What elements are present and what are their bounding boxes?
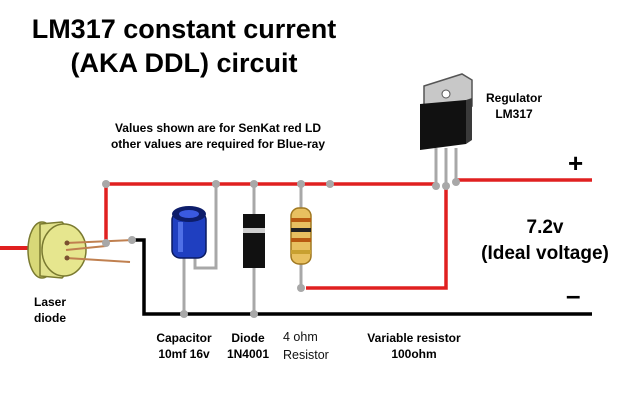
laser-pin-bottom [65,257,131,263]
junction-dot [442,182,450,190]
regulator-label-line-2: LM317 [495,107,533,121]
regulator-body [420,100,466,150]
laser-diode-cap [41,223,87,277]
laser-pin-dot-1 [64,240,70,246]
junction-dot [212,180,220,188]
plus-sign: + [568,148,584,178]
junction-dot [250,310,258,318]
regulator-hole [441,89,451,99]
capacitor-label-line-2: 10mf 16v [158,347,210,361]
junction-dot [432,182,440,190]
diode-label-line-1: Diode [231,331,265,345]
capacitor-label-line-1: Capacitor [156,331,212,345]
laser-label-line-1: Laser [33,295,67,309]
junction-dot [452,178,460,186]
diode-body [243,214,265,268]
regulator-icon [420,73,473,150]
supply-voltage: 7.2v [526,217,564,238]
diode-stripe [243,228,265,233]
negative-wires [134,238,592,316]
adjust-return-wire [306,184,448,290]
junction-dot [297,284,305,292]
diode-label-line-2: 1N4001 [226,347,270,361]
note-line-1: Values shown are for SenKat red LD [114,121,322,135]
junction-dot [102,180,110,188]
junction-dots [102,178,460,318]
component-leads [182,148,458,314]
junction-dot [297,180,305,188]
regulator-label-line-1: Regulator [485,91,542,105]
junction-dot [102,239,110,247]
junction-dot [326,180,334,188]
variable-resistor-label-line-2: 100ohm [391,347,437,361]
title-line-2: (AKA DDL) circuit [70,48,298,78]
resistor-band-2 [291,228,311,232]
laser-pin-mid [65,245,107,251]
resistor-label-line-2: Resistor [283,348,329,362]
minus-sign: – [566,280,581,310]
resistor-band-3 [291,238,311,242]
positive-rail-wire [104,182,436,240]
note-line-2: other values are required for Blue-ray [110,137,326,151]
resistor-icon [290,207,312,265]
diode-icon [243,214,265,268]
resistor-band-1 [291,218,311,222]
laser-pin-dot-2 [64,255,70,261]
title-line-1: LM317 constant current [31,14,337,44]
junction-dot [250,180,258,188]
resistor-body [290,207,312,265]
laser-diode-icon [27,221,135,279]
resistor-band-4 [291,250,311,254]
junction-dot [128,236,136,244]
capacitor-top-inner [179,210,199,218]
capacitor-positive-lead [193,184,218,270]
resistor-label-line-1: 4 ohm [283,330,318,344]
laser-label-line-2: diode [34,311,66,325]
regulator-side [466,98,472,144]
capacitor-highlight [178,222,183,252]
laser-pin-top [65,239,135,244]
variable-resistor-label-line-1: Variable resistor [367,331,461,345]
junction-dot [180,310,188,318]
negative-rail-wire [134,238,592,316]
capacitor-icon [171,206,207,259]
supply-voltage-note: (Ideal voltage) [481,243,609,264]
